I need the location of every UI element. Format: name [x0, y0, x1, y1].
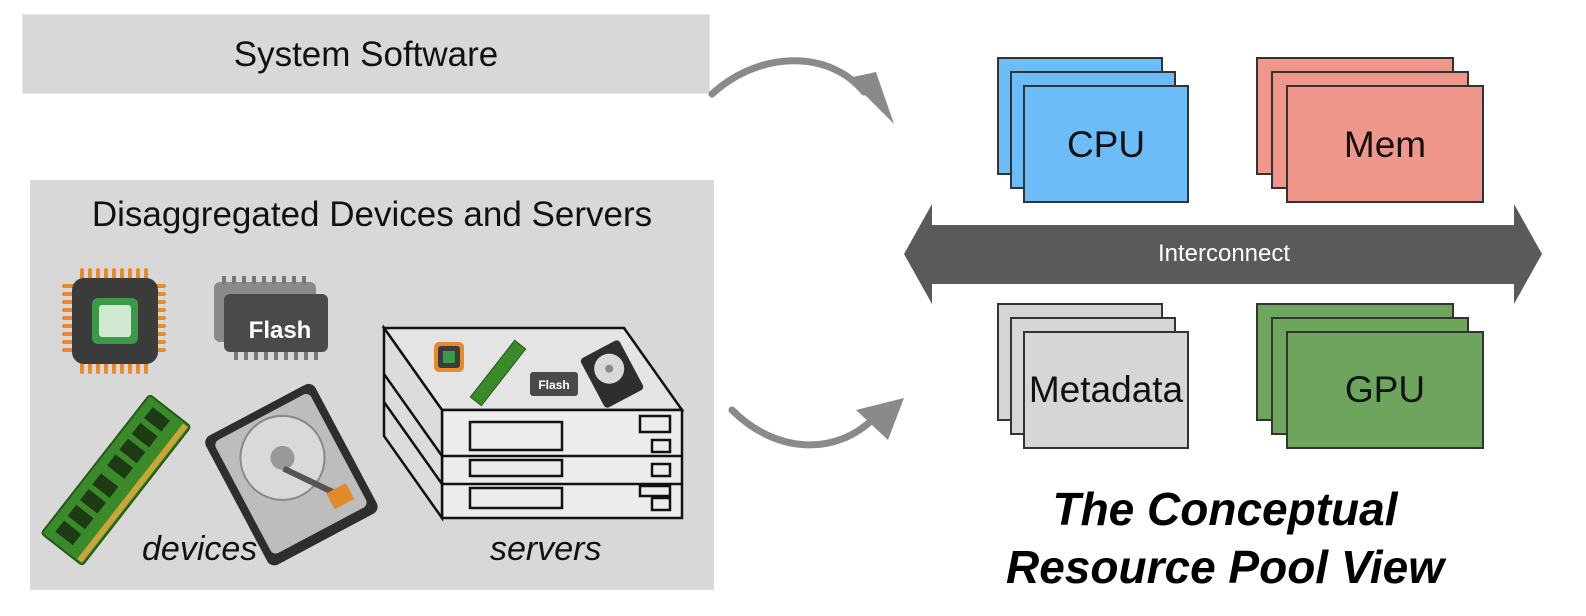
metadata-resource-stack [997, 303, 1189, 449]
hard-drive-icon [205, 383, 378, 566]
gpu-label: GPU [1344, 369, 1426, 410]
curved-arrow-icon [728, 406, 878, 449]
server-mini-flash-label: Flash [538, 378, 569, 392]
cpu-resource-stack [997, 57, 1189, 203]
server-rack-icon [381, 324, 685, 522]
pool-title-line2: Resource Pool View [1006, 541, 1444, 593]
pool-title-line1: The Conceptual [1052, 483, 1398, 535]
flash-chip-label: Flash [249, 317, 312, 344]
servers-caption: servers [490, 530, 602, 568]
metadata-label: Metadata [1028, 369, 1184, 410]
mem-label: Mem [1343, 124, 1427, 165]
interconnect-label: Interconnect [1157, 240, 1291, 267]
server-mini-cpu-icon [434, 342, 464, 372]
server-mini-flash-icon: Flash [530, 372, 578, 396]
disaggregated-devices-title: Disaggregated Devices and Servers [91, 195, 653, 234]
gpu-resource-stack [1256, 303, 1484, 449]
devices-caption: devices [142, 530, 258, 568]
server-mini-ram-icon [469, 339, 527, 407]
server-mini-drive-icon [580, 340, 644, 408]
cpu-label: CPU [1066, 124, 1146, 165]
system-software-box: System Software [22, 14, 710, 94]
interconnect-arrow [904, 204, 1542, 304]
mem-resource-stack [1256, 57, 1484, 203]
curved-arrow-head-top [848, 72, 894, 124]
system-software-label: System Software [233, 35, 499, 74]
cpu-chip-icon [62, 268, 166, 374]
curved-arrow-head-bottom [856, 398, 904, 440]
flash-chip-icon: Flash [214, 276, 328, 360]
curved-arrow-icon [708, 57, 868, 98]
ram-stick-icon [41, 394, 191, 566]
